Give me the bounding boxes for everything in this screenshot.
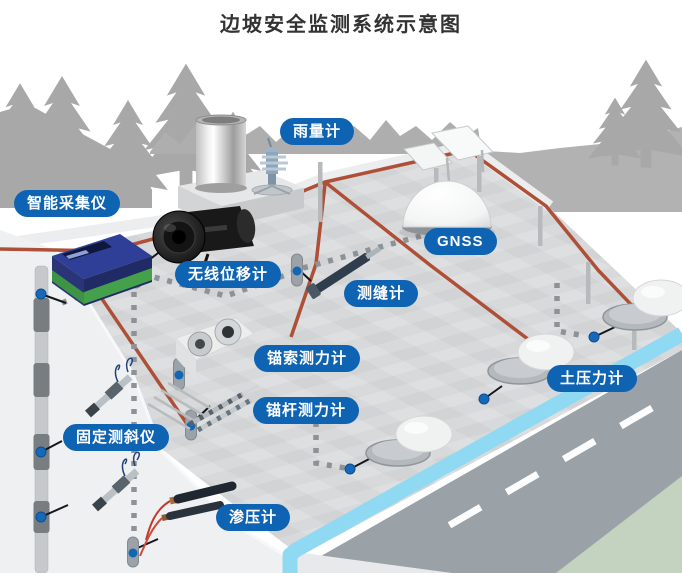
earth-pressure-cell-2 — [487, 333, 575, 385]
connector-node — [478, 393, 490, 405]
piezometer-device — [139, 481, 237, 557]
borehole-casing — [33, 265, 50, 573]
conduit-dashed-4 — [554, 283, 587, 339]
connector-node — [588, 331, 600, 343]
rain-gauge-device — [195, 114, 247, 193]
anchor-cable-dynamometer-device — [175, 317, 255, 380]
earth-pressure-cell-3 — [602, 279, 682, 331]
inclinometer-probe-1 — [85, 357, 133, 418]
grass-corner — [556, 476, 682, 573]
smart-collector-device — [52, 234, 152, 306]
connector-capsule — [127, 536, 139, 568]
drainage-channel — [282, 327, 682, 573]
label-gnss: GNSS — [424, 228, 497, 255]
connector-node — [344, 463, 356, 475]
solar-panel — [403, 125, 494, 183]
wall-edge-highlight — [54, 249, 293, 562]
cable-branch-right — [323, 180, 547, 354]
conduit-dashed-3 — [313, 422, 346, 471]
label-anchor-cable-dynamometer: 锚索测力计 — [254, 345, 361, 372]
anchor-rod-dynamometer-device — [147, 381, 259, 433]
label-fixed-inclinometer: 固定测斜仪 — [63, 424, 170, 451]
connector-node — [35, 288, 47, 300]
left-wall — [0, 230, 292, 573]
cable-collector-branch — [98, 295, 189, 425]
label-anchor-rod-dynamometer: 锚杆测力计 — [253, 397, 360, 424]
cable-post — [318, 162, 323, 222]
label-earth-pressure-cell: 土压力计 — [547, 365, 638, 392]
connector-capsule — [173, 357, 185, 391]
road-surface — [314, 350, 682, 573]
cable-post — [477, 156, 482, 192]
earth-pressure-cell-1 — [365, 415, 453, 467]
crack-meter-device — [306, 246, 382, 299]
label-piezometer: 渗压计 — [216, 504, 291, 531]
anchor-grout-lines — [147, 381, 211, 431]
tree-silhouette-left — [0, 63, 269, 208]
label-smart-collector: 智能采集仪 — [14, 190, 121, 217]
connector-node — [35, 511, 47, 523]
label-wireless-displacement: 无线位移计 — [175, 261, 282, 288]
label-rain-gauge: 雨量计 — [280, 118, 355, 145]
cable-post — [538, 206, 543, 246]
label-crack-meter: 测缝计 — [344, 280, 419, 307]
connector-capsule — [291, 253, 303, 287]
connector-node — [35, 446, 47, 458]
inclinometer-probe-2 — [92, 451, 140, 512]
cable-post — [586, 262, 591, 304]
road-shoulder — [290, 552, 452, 573]
road-lane-marking — [422, 404, 654, 544]
page-title: 边坡安全监测系统示意图 — [220, 14, 462, 36]
connector-nodes — [35, 288, 600, 523]
weather-sensor-device — [251, 137, 293, 196]
